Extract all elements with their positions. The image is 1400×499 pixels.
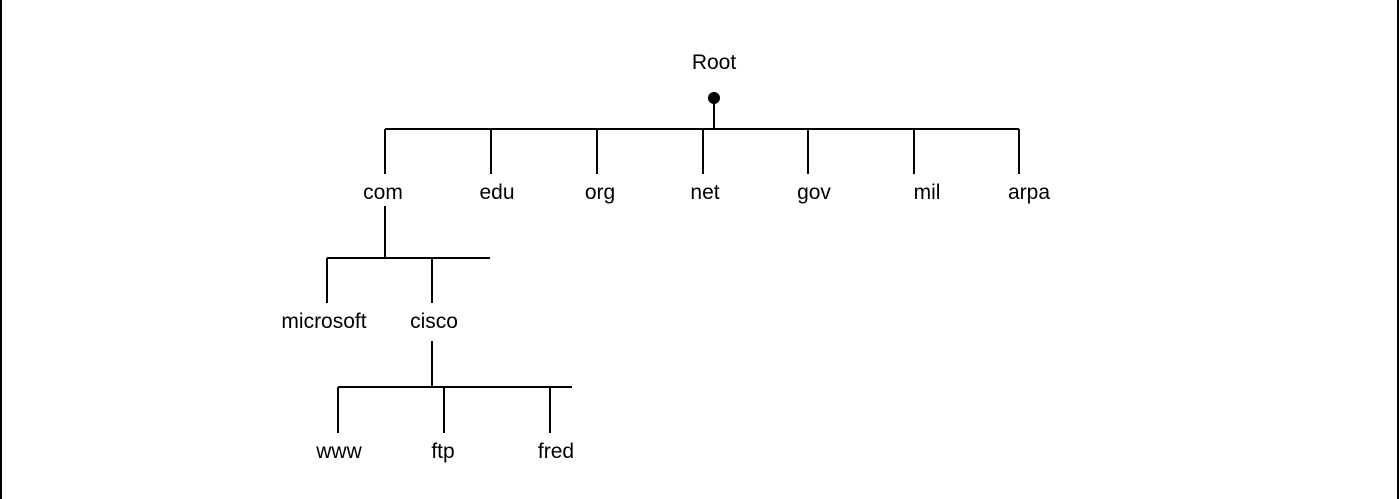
node-cisco: cisco — [410, 310, 458, 333]
node-ftp: ftp — [431, 440, 454, 463]
node-mil: mil — [914, 181, 941, 204]
node-gov: gov — [797, 181, 831, 204]
node-com: com — [363, 181, 403, 204]
root-label: Root — [692, 51, 737, 74]
node-edu: edu — [479, 181, 514, 204]
node-fred: fred — [538, 440, 574, 463]
node-www: www — [315, 440, 362, 463]
node-microsoft: microsoft — [281, 310, 366, 333]
node-net: net — [690, 181, 719, 204]
node-arpa: arpa — [1008, 181, 1050, 204]
node-org: org — [585, 181, 615, 204]
